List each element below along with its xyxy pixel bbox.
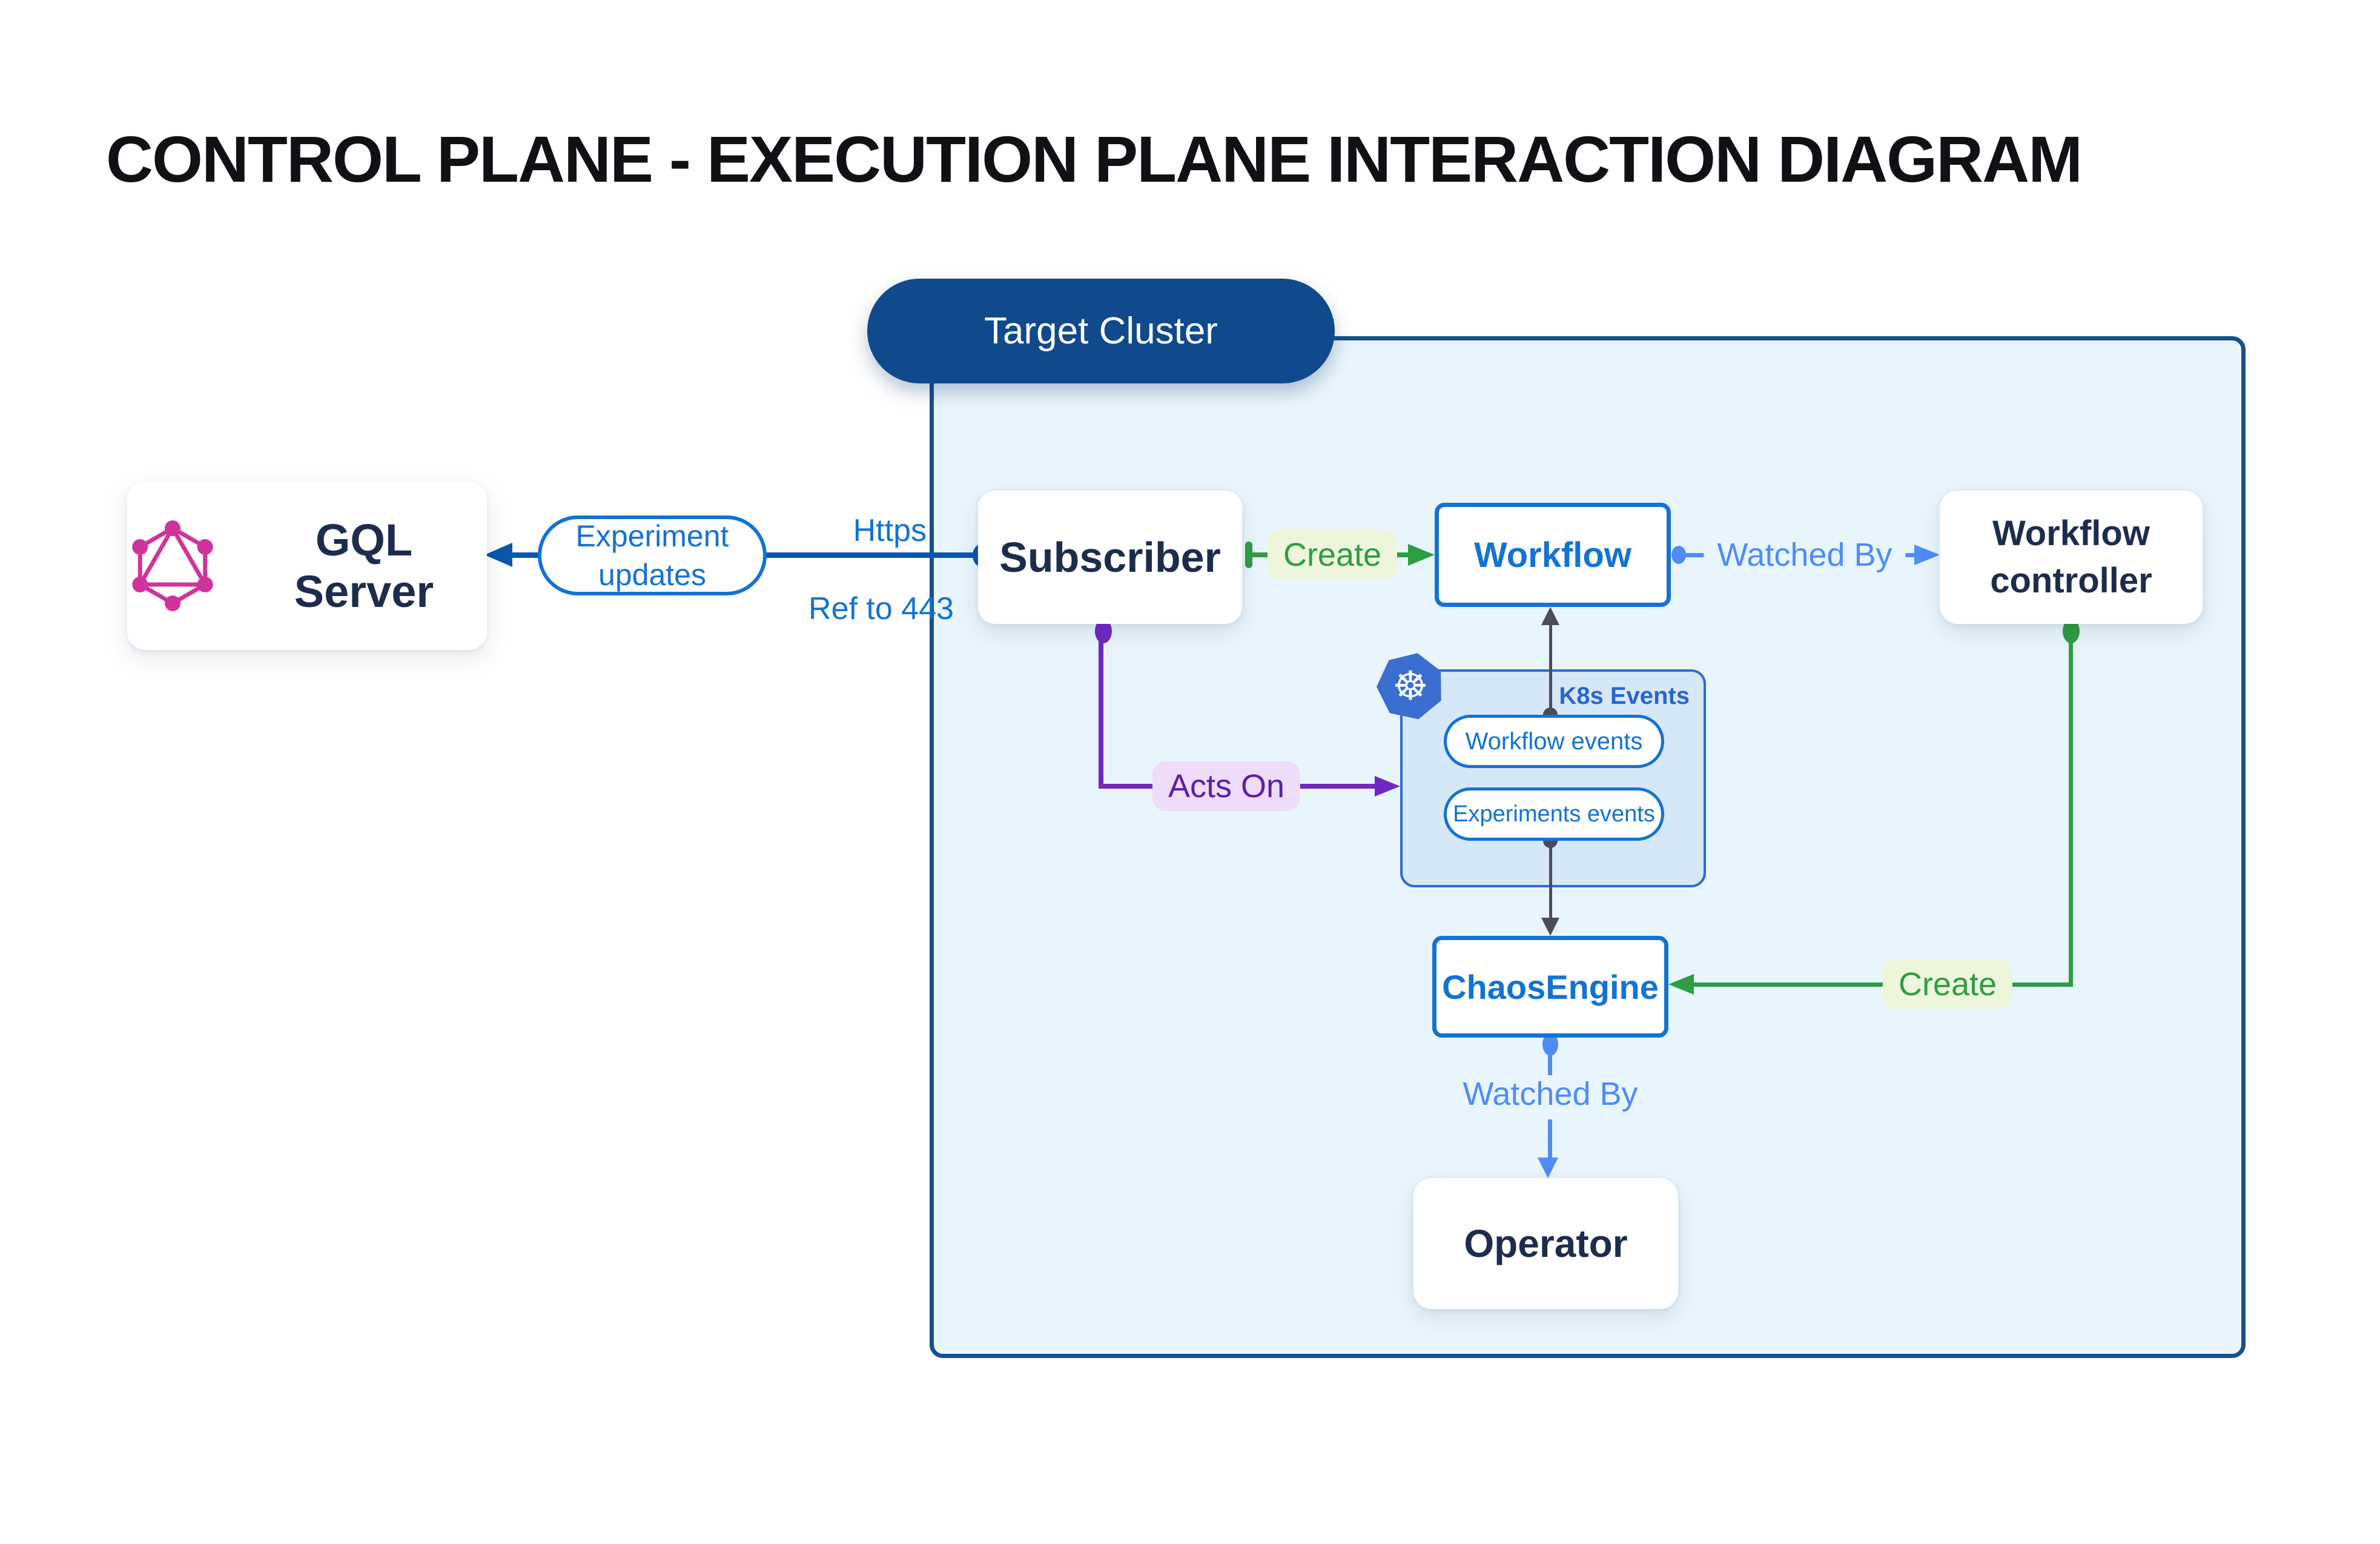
kubernetes-wheel-glyph: ☸ [1392,663,1429,709]
node-workflow: Workflow [1435,503,1671,607]
k8s-events-label: K8s Events [1559,683,1690,709]
k8s-events-box [1400,669,1706,887]
workflow-label: Workflow [1474,535,1631,575]
gql-server-label: GQL Server [294,515,434,617]
experiments-events-label: Experiments events [1453,801,1655,827]
create-workflow-label: Create [1267,530,1398,580]
edge-events-chaos-line [1549,841,1552,919]
target-cluster-pill: Target Cluster [867,279,1335,383]
graphql-icon [127,520,218,611]
arrowhead-left-to-chaosengine [1668,974,1694,995]
watchedby-operator-label: Watched By [1463,1076,1638,1112]
edge-events-workflow-line [1549,623,1552,715]
https-label: Https [853,513,927,548]
workflow-controller-label: Workflow controller [1990,513,2152,600]
watchedby-workflow-label: Watched By [1704,532,1906,577]
node-gql-server: GQL Server [127,482,487,650]
edge-label-experiment-updates-pill: Experiment updates [538,515,767,595]
experiment-updates-label: Experiment updates [575,519,729,592]
page-title: CONTROL PLANE - EXECUTION PLANE INTERACT… [106,122,2083,196]
edge-actson-vline [1099,631,1103,786]
arrowhead-down-to-chaosengine [1541,918,1559,936]
pill-workflow-events: Workflow events [1444,715,1664,768]
arrowhead-right-to-workflow [1408,544,1435,566]
operator-label: Operator [1464,1222,1628,1265]
create-chaosengine-label: Create [1882,959,2013,1009]
node-subscriber: Subscriber [978,491,1242,624]
node-operator: Operator [1413,1178,1678,1309]
arrowhead-down-to-operator [1538,1158,1558,1178]
edge-create-chaos-vline [2069,630,2073,986]
edge-watchedby-operator-vline1 [1548,1038,1552,1075]
node-workflow-controller: Workflow controller [1940,491,2203,624]
subscriber-label: Subscriber [999,534,1221,581]
chaos-engine-label: ChaosEngine [1442,967,1659,1006]
target-cluster-label: Target Cluster [984,310,1218,352]
ref-443-label: Ref to 443 [808,591,954,626]
edge-watchedby-operator-vline2 [1548,1119,1552,1158]
workflow-events-label: Workflow events [1465,727,1643,755]
node-chaos-engine: ChaosEngine [1432,936,1668,1038]
arrowhead-up-to-workflow [1541,607,1559,625]
kubernetes-icon: ☸ [1376,652,1445,721]
arrowhead-right-to-controller [1914,545,1940,565]
arrowhead-left-to-gql [484,543,512,567]
pill-experiments-events: Experiments events [1444,787,1664,841]
arrowhead-right-to-k8s-events [1375,776,1400,797]
acts-on-label: Acts On [1152,761,1301,811]
